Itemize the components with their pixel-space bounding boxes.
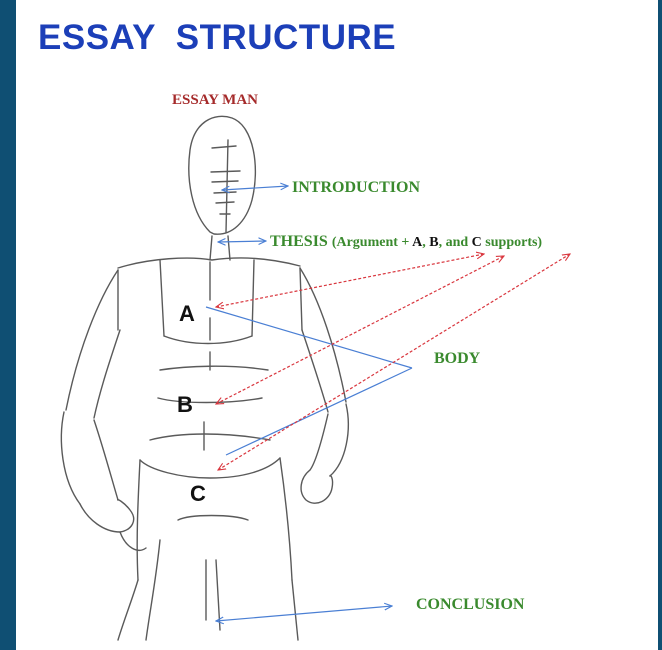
point-c: C (190, 481, 206, 506)
thesis-word: THESIS (270, 233, 328, 250)
arrow-thesis-c (218, 254, 570, 470)
thesis-a: A (412, 235, 423, 250)
point-a: A (179, 301, 195, 326)
thesis-arrow (218, 241, 266, 242)
thesis-open: (Argument + (332, 235, 412, 250)
point-b: B (177, 392, 193, 417)
thesis-sep1: , (422, 235, 429, 250)
thesis-sep2: , and (439, 235, 472, 250)
arrow-thesis-a (216, 254, 484, 307)
thesis-label: THESIS (Argument + A, B, and C supports) (270, 233, 542, 250)
body-line-a (205, 306, 413, 369)
thesis-c: C (472, 235, 482, 250)
introduction-arrow (222, 186, 288, 190)
page-title: ESSAY STRUCTURE (38, 18, 397, 57)
thesis-close: supports) (482, 235, 543, 250)
pointer-arrows (205, 186, 413, 621)
figure-label: ESSAY MAN (172, 92, 258, 108)
thesis-support-arrows (216, 254, 570, 470)
body-label: BODY (434, 350, 481, 367)
conclusion-arrow (216, 606, 392, 621)
conclusion-label: CONCLUSION (416, 596, 525, 613)
thesis-b: B (429, 235, 438, 250)
introduction-label: INTRODUCTION (292, 179, 420, 196)
